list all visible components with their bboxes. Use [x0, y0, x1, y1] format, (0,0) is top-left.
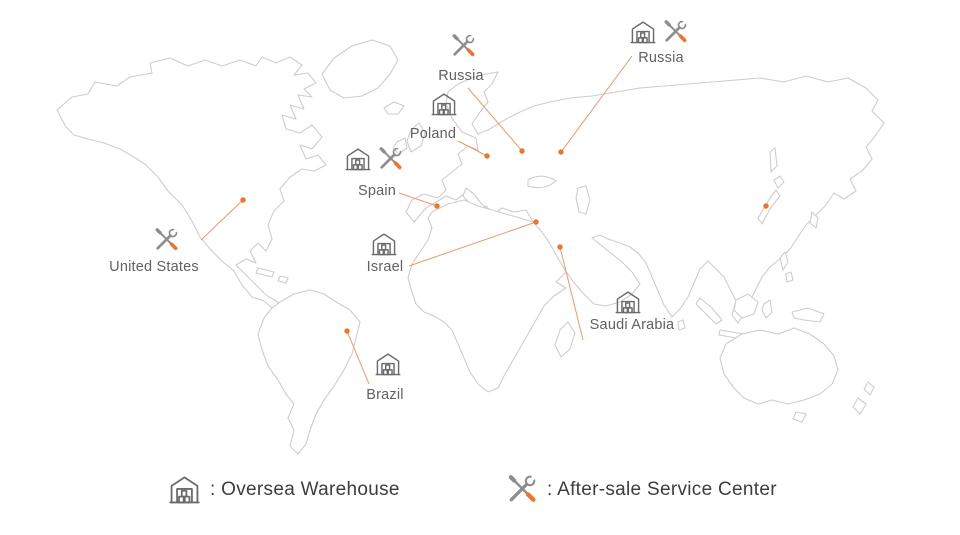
legend-label-warehouse: : Oversea Warehouse	[210, 478, 400, 500]
map-dot-japan	[763, 203, 769, 209]
island-hokkaido	[773, 175, 785, 189]
map-dot-saudi-arabia	[557, 244, 563, 250]
map-dot-russia-west	[519, 148, 525, 154]
peninsula-korea	[809, 211, 819, 229]
warehouse-icon	[168, 473, 201, 506]
map-dot-spain	[434, 203, 440, 209]
legend-item-service: : After-sale Service Center	[505, 473, 777, 506]
connector-russia-east	[560, 55, 633, 153]
map-dot-united-states	[240, 197, 246, 203]
island-sri-lanka	[677, 319, 686, 331]
connector-israel	[408, 221, 537, 267]
island-sumatra	[695, 297, 723, 325]
connector-russia-west	[467, 87, 523, 152]
connector-brazil	[346, 330, 370, 385]
connector-united-states	[200, 199, 244, 241]
continent-africa	[407, 199, 567, 393]
island-cuba	[255, 267, 275, 278]
lake-black-sea	[527, 175, 557, 189]
legend-label-service: : After-sale Service Center	[547, 478, 777, 500]
map-dot-israel	[533, 219, 539, 225]
island-iceland	[383, 101, 405, 115]
island-mindanao	[785, 271, 794, 283]
island-hispaniola	[277, 275, 289, 284]
continent-australia	[719, 327, 839, 405]
island-new-zealand-north	[863, 381, 875, 396]
island-new-zealand-south	[852, 397, 867, 415]
island-borneo	[733, 293, 759, 319]
island-madagascar	[554, 321, 576, 358]
map-dot-russia-east	[558, 149, 564, 155]
service-icon	[505, 473, 538, 506]
island-philippines	[779, 251, 789, 271]
legend-item-warehouse: : Oversea Warehouse	[168, 473, 400, 506]
map-dot-brazil	[344, 328, 350, 334]
island-new-guinea	[791, 307, 825, 323]
island-tasmania	[792, 411, 807, 423]
island-sulawesi	[761, 299, 773, 319]
connector-spain	[398, 192, 438, 207]
lake-caspian-sea	[575, 185, 591, 215]
connector-saudi-arabia	[559, 246, 584, 341]
island-greenland	[321, 39, 399, 99]
continent-south-america	[257, 289, 361, 455]
continent-north-america	[56, 56, 327, 312]
connector-poland	[457, 140, 488, 157]
island-sakhalin	[769, 147, 778, 173]
map-dot-poland	[484, 153, 490, 159]
island-great-britain	[406, 122, 426, 153]
world-map-outline	[56, 39, 885, 455]
